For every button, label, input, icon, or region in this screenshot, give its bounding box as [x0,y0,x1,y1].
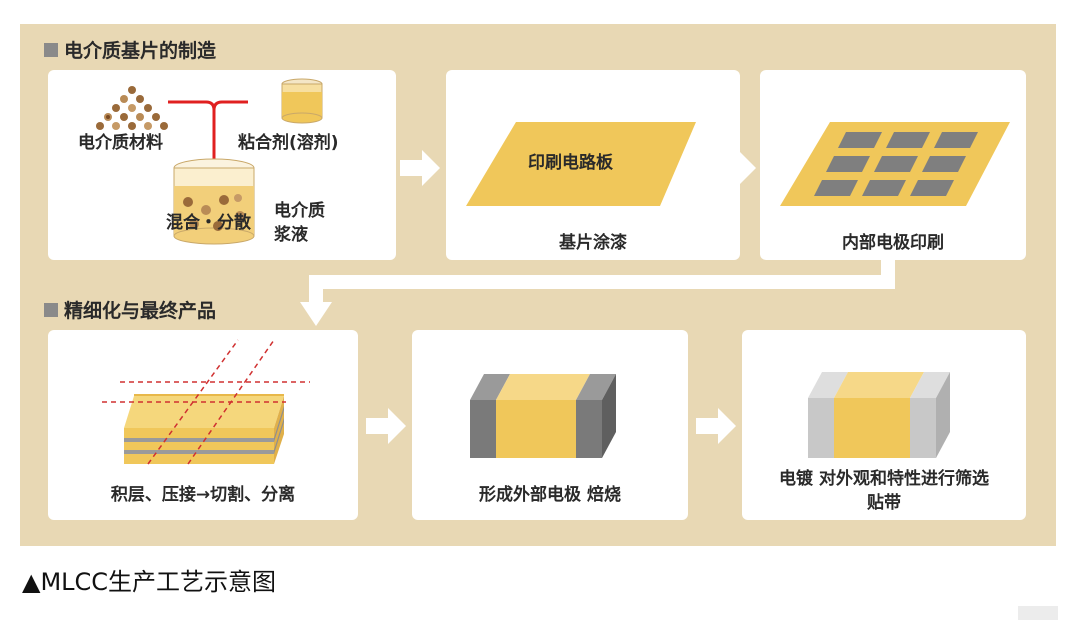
section-title-substrate: 电介质基片的制造 [44,36,216,63]
flow-arrow-1 [400,150,440,186]
dielectric-material-label: 电介质材料 [78,133,163,153]
slurry-label-line2: 浆液 [274,225,308,245]
stacking-illustration [102,339,310,465]
mixing-illustration [96,78,323,245]
flow-arrow-4 [696,408,736,444]
chip-with-terminals-illustration [470,374,616,458]
dielectric-powder-icon [96,86,168,130]
circuit-board-label: 印刷电路板 [528,153,613,173]
flow-arrow-2 [716,150,756,186]
figure-caption: ▲MLCC生产工艺示意图 [22,568,277,596]
corner-decoration [1018,606,1058,620]
laminated-stack-icon [124,394,284,464]
row-connector-arrow [300,258,895,326]
substrate-sheet-illustration [466,122,696,206]
binder-label: 粘合剂(溶剂) [238,133,339,153]
plating-caption-line2: 贴带 [867,493,901,513]
external-electrode-caption: 形成外部电极 焙烧 [479,485,621,505]
electrode-pattern-icon [814,132,978,196]
flow-arrow-3 [366,408,406,444]
slurry-label-line1: 电介质 [274,201,325,221]
coating-caption: 基片涂漆 [559,233,627,253]
mixing-beaker-icon [173,158,255,245]
section-marker-icon [44,42,58,57]
electrode-caption: 内部电极印刷 [842,233,944,253]
binder-jar-icon [281,78,323,124]
substrate-sheet-icon [466,122,696,206]
electrode-print-illustration [780,122,1010,206]
cut-lines-icon [102,339,310,465]
plating-caption-line1: 电镀 对外观和特性进行筛选 [779,469,989,489]
mixing-process-label: 混合・分散 [166,213,251,233]
chip-terminal-icon [470,374,616,458]
section-marker-icon [44,302,58,317]
plated-chip-illustration [808,372,950,458]
plated-chip-icon [808,372,950,458]
section-title-finishing: 精细化与最终产品 [44,296,216,323]
stacking-caption: 积层、压接→切割、分离 [110,485,296,505]
